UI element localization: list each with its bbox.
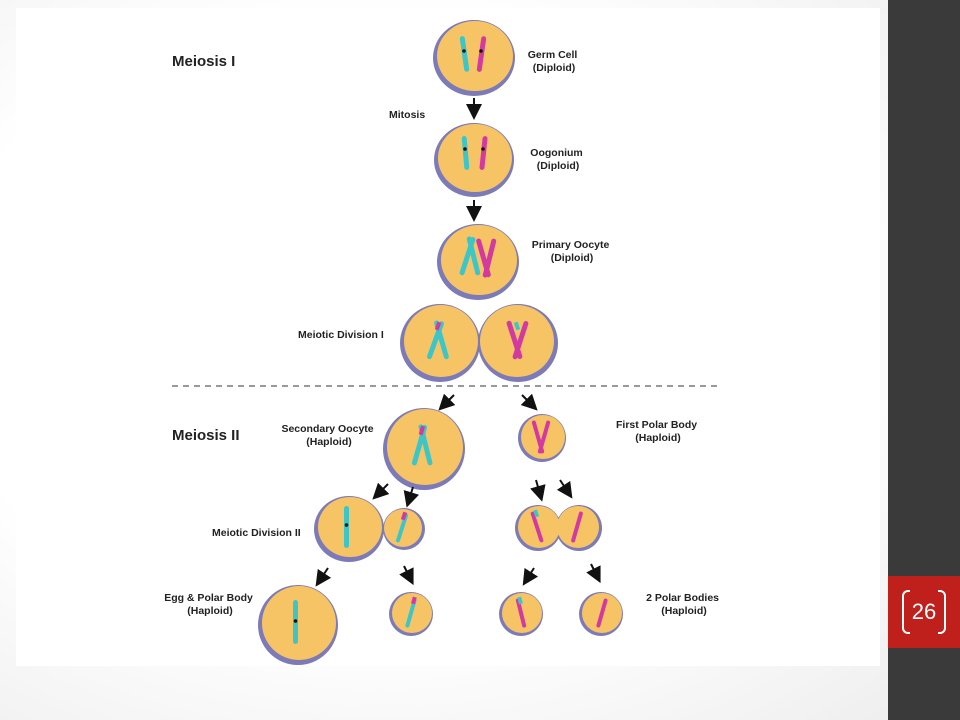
left-bracket-icon <box>902 590 910 634</box>
two-polar-bodies-label: 2 Polar Bodies (Haploid) <box>646 592 722 617</box>
oogenesis-diagram: Meiosis I Meiosis II Germ Cell (Diploid)… <box>16 8 880 666</box>
maternal-chromosome-icon <box>426 320 449 360</box>
arrow-down-right-icon <box>399 565 414 586</box>
secondary-oocyte-label: Secondary Oocyte (Haploid) <box>281 423 376 448</box>
chromatid-icon <box>405 598 417 628</box>
first-polar-body-label: First Polar Body (Haploid) <box>616 419 700 444</box>
chromatid-icon <box>571 511 583 543</box>
meiosis-two-heading: Meiosis II <box>172 427 240 444</box>
chromatid-icon <box>530 511 544 543</box>
primary-oocyte-label: Primary Oocyte (Diploid) <box>532 239 613 264</box>
meiotic-division-one-label: Meiotic Division I <box>298 329 384 341</box>
arrow-down-right-icon <box>520 393 538 411</box>
arrow-down-left-icon <box>522 567 539 586</box>
polar-body-cell <box>389 592 433 636</box>
meiosis-one-heading: Meiosis I <box>172 53 235 70</box>
chromosome-icon <box>411 424 433 466</box>
arrow-down-left-icon <box>315 567 332 587</box>
primary-oocyte-cell <box>437 224 519 300</box>
chromatid-icon <box>344 506 349 548</box>
oogonium-label: Oogonium (Diploid) <box>530 147 585 172</box>
egg-cell <box>258 585 338 665</box>
slide-number-badge: 26 <box>888 576 960 648</box>
arrow-down-left-icon <box>438 393 456 411</box>
arrow-down-right-icon <box>586 563 601 584</box>
chromosome-pair-icon <box>461 136 488 170</box>
slide-page-number: 26 <box>911 599 937 624</box>
chromatid-icon <box>395 513 409 543</box>
chromosome-pair-icon <box>459 36 487 72</box>
arrow-down-icon <box>403 486 419 508</box>
mitosis-label: Mitosis <box>389 109 425 121</box>
meiotic-division-two-polar-side <box>515 505 602 551</box>
chromosome-icon <box>531 420 551 454</box>
arrow-down-right-icon <box>556 479 573 499</box>
arrow-down-left-icon <box>372 482 390 500</box>
meiotic-division-two-egg-side <box>314 496 425 562</box>
germ-cell-label: Germ Cell (Diploid) <box>528 49 581 74</box>
first-polar-body-cell <box>518 414 566 462</box>
oogonium-cell <box>434 123 514 197</box>
chromatid-icon <box>596 598 608 628</box>
right-bracket-icon <box>938 590 946 634</box>
germ-cell <box>433 20 515 96</box>
meiotic-division-two-label: Meiotic Division II <box>212 527 301 539</box>
polar-body-cell <box>579 592 623 636</box>
polar-body-cell <box>499 592 543 636</box>
replicated-chromosomes-icon <box>459 236 497 278</box>
arrow-down-icon <box>530 479 546 502</box>
egg-polar-body-label: Egg & Polar Body (Haploid) <box>164 592 256 617</box>
secondary-oocyte-cell <box>383 408 465 490</box>
chromatid-icon <box>515 598 527 628</box>
meiotic-division-one-cell <box>400 304 558 382</box>
paternal-chromosome-icon <box>506 320 529 360</box>
